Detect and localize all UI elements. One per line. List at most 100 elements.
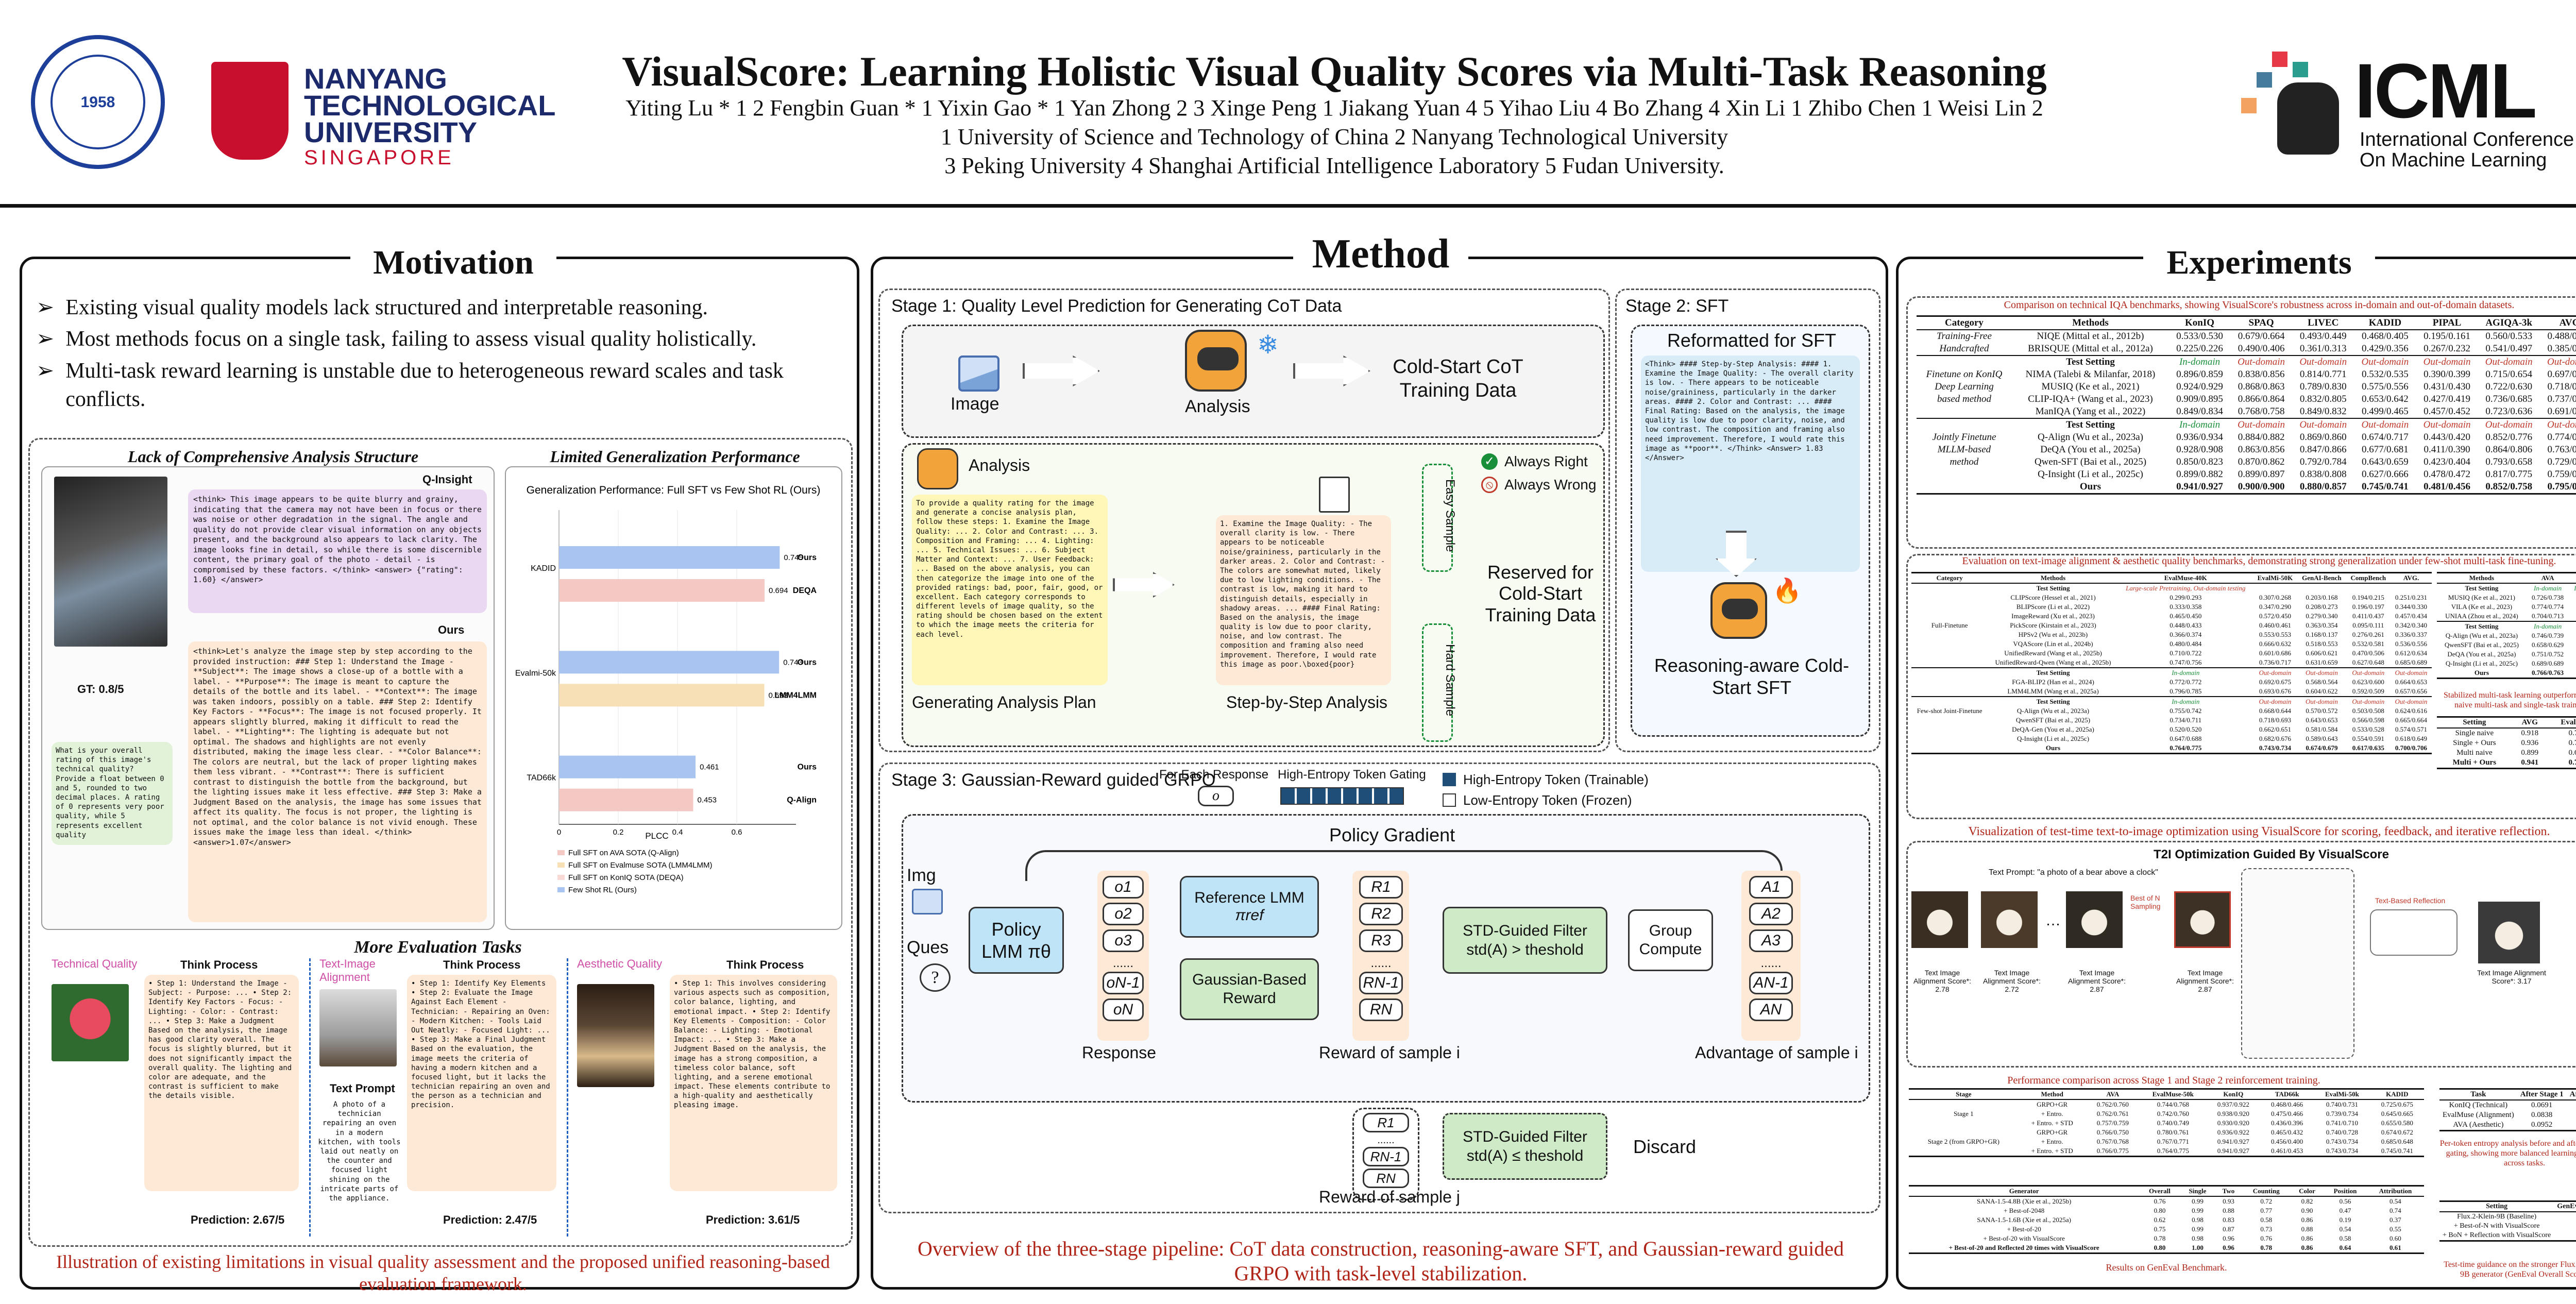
reformatted-label: Reformatted for SFT: [1667, 330, 1837, 351]
reward-token: RN-1: [1359, 972, 1403, 994]
table-cell: 0.863/0.856: [2238, 444, 2285, 455]
table-cell: Ours: [2474, 669, 2489, 676]
table-cell: 0.54: [2389, 1197, 2401, 1205]
table-cell: 0.19: [2339, 1216, 2351, 1224]
table-cell: 0.766/0.763: [2532, 669, 2564, 676]
table-header-cell: Methods: [1988, 572, 2119, 584]
output-token: o3: [1103, 929, 1144, 952]
for-each-label: For Each Response: [1159, 768, 1269, 782]
table-cell: 0.307/0.268: [2259, 594, 2292, 601]
table-cell: 0.468/0.405: [2362, 331, 2409, 342]
table-row: + Best-of-20 and Reflected 20 times with…: [1909, 1243, 2424, 1254]
table-cell: 0.746/0.739: [2532, 632, 2564, 639]
table-header-cell: AVA: [2086, 1089, 2140, 1100]
reflection-feedback: [2370, 909, 2458, 956]
table2-caption: Evaluation on text-image alignment & aes…: [1962, 555, 2556, 567]
table-cell: [2346, 583, 2391, 593]
robot-icon: [1710, 582, 1767, 639]
gaussian-reward: Gaussian-Based Reward: [1180, 958, 1319, 1020]
table1-box: [1906, 296, 2576, 549]
table-header-cell: TAD66k: [2260, 1089, 2314, 1100]
table-cell: 0.674/0.679: [2306, 744, 2338, 752]
table-cell: 0.766/0.750: [2096, 1128, 2129, 1136]
table-cell: 0.493/0.449: [2299, 331, 2347, 342]
table-cell: 0.657/0.656: [2395, 687, 2428, 695]
table-cell: 0.0646: [2567, 1120, 2576, 1131]
table-cell: 0.82: [2554, 1212, 2576, 1222]
table-cell: 0.743/0.734: [2259, 744, 2292, 752]
table-cell: 0.267/0.232: [2424, 343, 2470, 354]
table-cell: 0.623/0.600: [2352, 678, 2384, 686]
table-cell: Single naive: [2455, 729, 2494, 737]
table-cell: 0.80: [2154, 1207, 2166, 1214]
table-cell: 0.936/0.934: [2176, 432, 2223, 443]
step-analysis-text: 1. Examine the Image Quality: - The over…: [1216, 515, 1391, 685]
chart-value-label: 0.693: [768, 691, 788, 700]
table-cell: AVA (Aesthetic): [2453, 1121, 2504, 1129]
chart-value-label: 0.745: [784, 553, 803, 562]
table-cell: 0.431/0.430: [2424, 381, 2470, 392]
chart-bar: [559, 546, 780, 569]
table-cell: EvalMuse (Alignment): [2443, 1111, 2514, 1119]
table-cell: 0.536/0.556: [2395, 640, 2428, 648]
motivation-figure: [28, 438, 853, 1247]
gating-label: High-Entropy Token Gating: [1278, 768, 1426, 782]
table-header-cell: Two: [2215, 1186, 2242, 1197]
table-cell: 0.475/0.466: [2271, 1110, 2303, 1117]
table-cell: 0.740/0.749: [2157, 1119, 2189, 1127]
table-cell: 0.624/0.616: [2395, 707, 2428, 715]
chart-series-label: LMM4LMM: [774, 691, 817, 700]
table-cell: 0.574/0.571: [2395, 725, 2428, 733]
reward-token: R3: [1359, 929, 1403, 952]
table-cell: 0.689/0.689: [2532, 659, 2564, 667]
table-cell: 0.734/0.711: [2170, 716, 2202, 724]
table1-caption: Comparison on technical IQA benchmarks, …: [2004, 299, 2515, 311]
table-cell: 0.75: [2154, 1225, 2166, 1233]
robot-icon: [1185, 330, 1247, 392]
table-header-cell: Single: [2180, 1186, 2215, 1197]
table-cell: 0.465/0.450: [2170, 612, 2202, 620]
reward-token: R1: [1359, 876, 1403, 899]
table-cell: 0.363/0.354: [2306, 621, 2338, 629]
task-name: Technical Quality: [52, 957, 138, 970]
table-cell: CLIP-IQA+ (Wang et al., 2023): [2028, 394, 2153, 404]
table-cell: 0.55: [2389, 1225, 2401, 1233]
table-cell: 0.743/0.734: [2326, 1138, 2359, 1145]
table-cell: [1911, 697, 1988, 706]
table-cell: 0.342/0.340: [2395, 621, 2428, 629]
table-cell: 0.899/0.882: [2176, 469, 2223, 480]
table-cell: Few-shot Joint-Finetune: [1917, 707, 1982, 715]
table-cell: [1911, 668, 1988, 678]
table-cell: 0.743/0.734: [2326, 1147, 2359, 1155]
generated-image: [1981, 891, 2038, 948]
table-cell: 0.448/0.433: [2170, 621, 2202, 629]
table-cell: DeQA (You et al., 2025a): [2447, 650, 2516, 658]
table-cell: 0.852/0.758: [2485, 481, 2533, 492]
reward-ellipsis: ......: [1370, 956, 1392, 970]
table-cell: Q-Insight (Li et al., 2025c): [2016, 735, 2090, 742]
table-cell: 0.793/0.658: [2485, 456, 2533, 467]
table-cell: 0.643/0.653: [2306, 716, 2338, 724]
table-header-cell: EvalMuse-40K: [2118, 572, 2253, 584]
table-cell: 0.86: [2301, 1216, 2313, 1224]
table-cell: 0.503/0.508: [2352, 707, 2384, 715]
table-header-row: MethodsAVAOurs: [2437, 572, 2576, 584]
output-token: oN-1: [1103, 972, 1144, 994]
table-cell: Large-scale Pretraining, Out-domain test…: [2126, 584, 2246, 592]
table-cell: 0.203/0.168: [2306, 594, 2338, 601]
std-condition: std(A) ≤ theshold: [1466, 1147, 1584, 1164]
more-title: More Evaluation Tasks: [354, 938, 522, 957]
table-cell: [1911, 630, 1988, 639]
header-rule: [0, 204, 2576, 208]
table-header-cell: Task: [2439, 1089, 2517, 1100]
table-cell: 0.0838: [2531, 1111, 2553, 1119]
table-cell: 0.468/0.466: [2271, 1100, 2303, 1108]
table-cell: Full-Finetune: [1931, 621, 1968, 629]
table-cell: Out-domain: [2238, 357, 2285, 367]
chart-x-tick: 0.2: [613, 828, 624, 837]
generated-image: [2478, 902, 2540, 963]
